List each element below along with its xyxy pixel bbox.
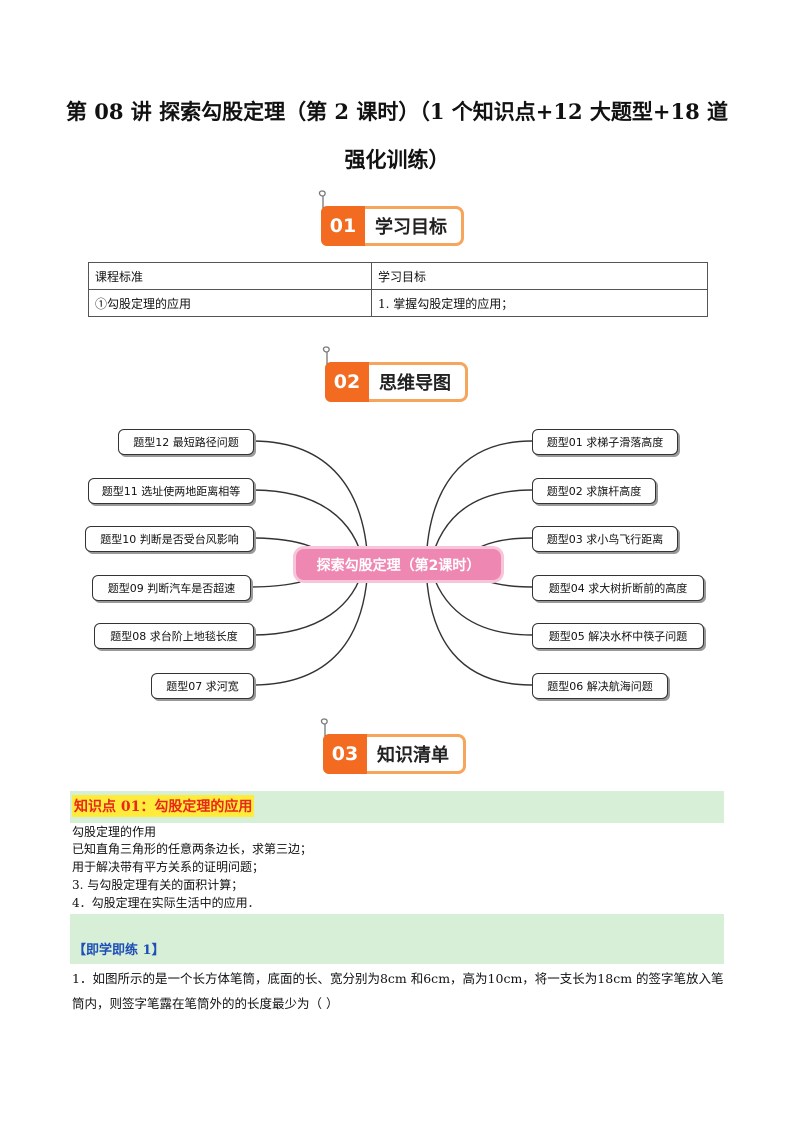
mindmap-node-type11: 题型11 选址使两地距离相等 [88, 478, 254, 504]
page-title: 第 08 讲 探索勾股定理（第 2 课时）（1 个知识点+12 大题型+18 道… [65, 99, 729, 172]
mindmap-node-type01: 题型01 求梯子滑落高度 [532, 429, 678, 455]
mind-map-connectors [249, 440, 533, 686]
knowledge-line: 已知直角三角形的任意两条边长，求第三边； [72, 842, 313, 856]
learning-goals-table: 课程标准 学习目标 ①勾股定理的应用 1. 掌握勾股定理的应用； [88, 262, 708, 317]
knowledge-line: 4．勾股定理在实际生活中的应用． [72, 896, 260, 910]
mindmap-node-type03: 题型03 求小鸟飞行距离 [532, 526, 678, 552]
practice-question: 1．如图所示的是一个长方体笔筒，底面的长、宽分别为8cm 和6cm，高为10cm… [72, 971, 724, 1011]
knowledge-point-title: 知识点 01：勾股定理的应用 [72, 795, 255, 817]
table-cell: 1. 掌握勾股定理的应用； [371, 289, 708, 317]
table-row: ①勾股定理的应用 1. 掌握勾股定理的应用； [88, 289, 708, 317]
section-number: 01 [321, 206, 365, 246]
table-cell: ①勾股定理的应用 [88, 289, 372, 317]
section-number: 03 [323, 734, 367, 774]
mindmap-node-type05: 题型05 解决水杯中筷子问题 [532, 623, 704, 649]
mindmap-node-type08: 题型08 求台阶上地毯长度 [94, 623, 254, 649]
mindmap-node-type07: 题型07 求河宽 [151, 673, 254, 699]
mind-map: 题型12 最短路径问题 题型11 选址使两地距离相等 题型10 判断是否受台风影… [0, 410, 794, 710]
mindmap-center: 探索勾股定理（第2课时） [296, 549, 501, 580]
practice-header-box: 【即学即练 1】 [70, 914, 724, 964]
mindmap-node-type04: 题型04 求大树折断前的高度 [532, 575, 704, 601]
section-badge-mindmap: 02 思维导图 [322, 346, 468, 402]
knowledge-line: 3. 与勾股定理有关的面积计算； [72, 878, 244, 892]
table-header-cell: 学习目标 [371, 262, 708, 290]
pin-icon [318, 190, 326, 208]
mindmap-node-type10: 题型10 判断是否受台风影响 [85, 526, 254, 552]
table-header-row: 课程标准 学习目标 [88, 262, 708, 290]
knowledge-point-header: 知识点 01：勾股定理的应用 [70, 791, 724, 823]
section-label: 知识清单 [367, 734, 466, 774]
knowledge-line: 用于解决带有平方关系的证明问题； [72, 860, 265, 874]
section-label: 学习目标 [365, 206, 464, 246]
knowledge-line: 勾股定理的作用 [72, 825, 157, 839]
section-number: 02 [325, 362, 369, 402]
section-label: 思维导图 [369, 362, 468, 402]
mindmap-node-type06: 题型06 解决航海问题 [532, 673, 668, 699]
pin-icon [320, 718, 328, 736]
table-header-cell: 课程标准 [88, 262, 372, 290]
mindmap-node-type12: 题型12 最短路径问题 [118, 429, 254, 455]
section-badge-goals: 01 学习目标 [318, 190, 464, 246]
mindmap-node-type02: 题型02 求旗杆高度 [532, 478, 656, 504]
section-badge-knowledge: 03 知识清单 [320, 718, 466, 774]
pin-icon [322, 346, 330, 364]
practice-header: 【即学即练 1】 [73, 943, 165, 958]
mindmap-node-type09: 题型09 判断汽车是否超速 [92, 575, 251, 601]
